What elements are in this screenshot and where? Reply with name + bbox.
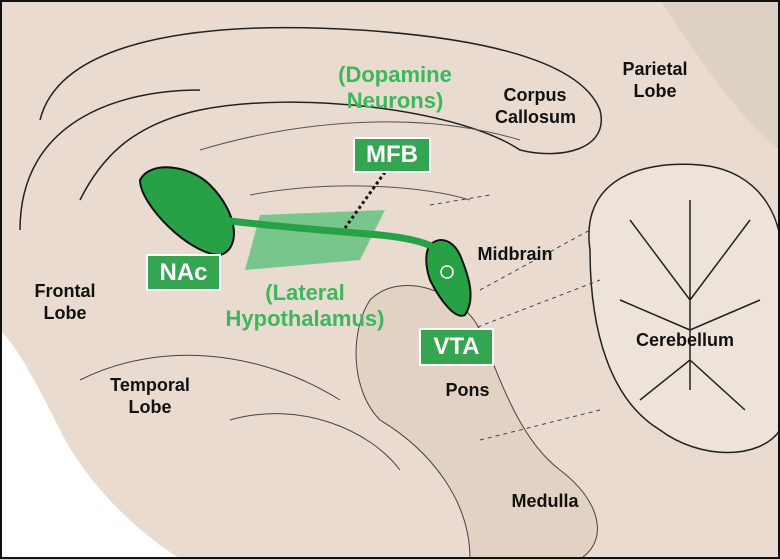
box-mfb: MFB [353, 137, 431, 173]
label-midbrain: Midbrain [477, 244, 553, 264]
outer-region [660, 0, 780, 150]
label-parietal-lobe: Parietal Lobe [622, 59, 688, 101]
corpus-callosum-outline [39, 26, 603, 201]
box-vta: VTA [419, 328, 494, 366]
thalamus-line [249, 185, 471, 201]
label-cerebellum: Cerebellum [635, 330, 735, 350]
label-pons: Pons [445, 380, 490, 400]
mfb-pathway [204, 214, 451, 273]
brainstem [355, 285, 598, 559]
cerebellum-shape [588, 163, 780, 454]
box-nac: NAc [146, 254, 221, 291]
label-dopamine-neurons: (Dopamine Neurons) [338, 62, 452, 113]
nac-region [138, 166, 235, 257]
temporal-fold [79, 354, 341, 401]
label-temporal-lobe: Temporal Lobe [110, 375, 190, 417]
cortex-line [19, 89, 201, 231]
arrowhead-icon [192, 204, 215, 230]
temporal-fold-2 [229, 413, 401, 471]
pathway-origin [440, 265, 454, 279]
label-medulla: Medulla [511, 491, 579, 511]
fornix-line [199, 121, 521, 151]
white-corner [0, 330, 180, 559]
label-frontal-lobe: Frontal Lobe [34, 281, 96, 323]
label-corpus-callosum: Corpus Callosum [495, 85, 577, 127]
label-lateral-hypothalamus: (Lateral Hypothalamus) [225, 280, 385, 331]
